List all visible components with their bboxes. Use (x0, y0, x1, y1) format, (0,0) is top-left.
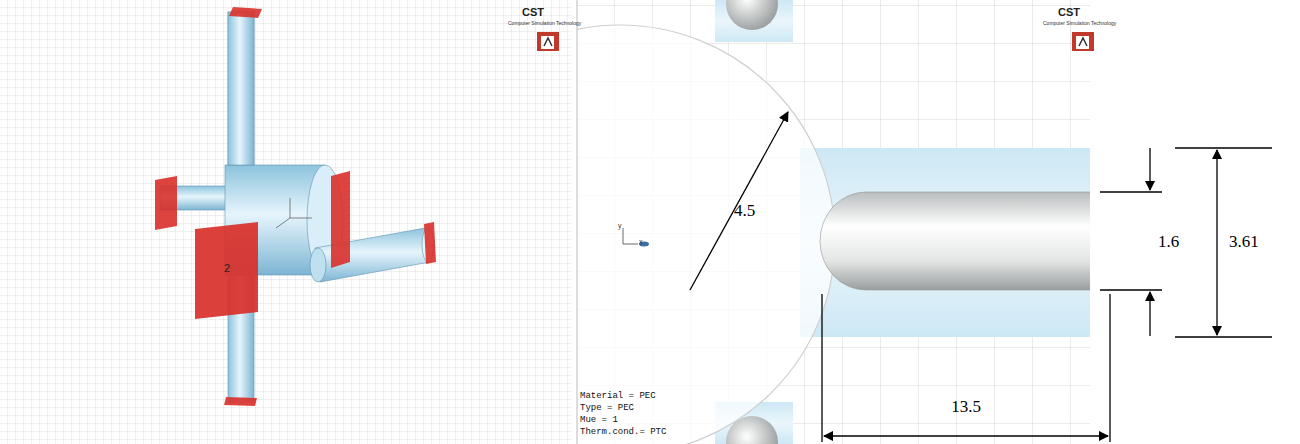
dimension-lines (690, 112, 1272, 442)
cross-section-view (577, 0, 1090, 444)
logo-subtitle: Computer Simulation Technology (508, 21, 581, 27)
axis-label: x (639, 238, 643, 246)
material-info: Type = PEC (580, 404, 634, 414)
dimension-value: 4.5 (734, 202, 755, 221)
material-info: Therm.cond.= PTC (580, 428, 666, 438)
waveguide-model (155, 7, 436, 406)
logo-text: CST (1058, 6, 1080, 18)
axis-label: y (618, 222, 622, 230)
dimension-value: 3.61 (1229, 233, 1259, 252)
port-number: 2 (224, 262, 230, 274)
logo-subtitle: Computer Simulation Technology (1043, 21, 1116, 27)
cst-logo-icon (1072, 32, 1094, 51)
cst-logo-icon (537, 32, 559, 51)
material-info: Mue = 1 (580, 416, 618, 426)
dimension-value: 13.5 (951, 398, 981, 417)
logo-text: CST (522, 6, 544, 18)
material-info: Material = PEC (580, 392, 656, 402)
grid-background (0, 0, 572, 444)
dimension-value: 1.6 (1158, 233, 1179, 252)
